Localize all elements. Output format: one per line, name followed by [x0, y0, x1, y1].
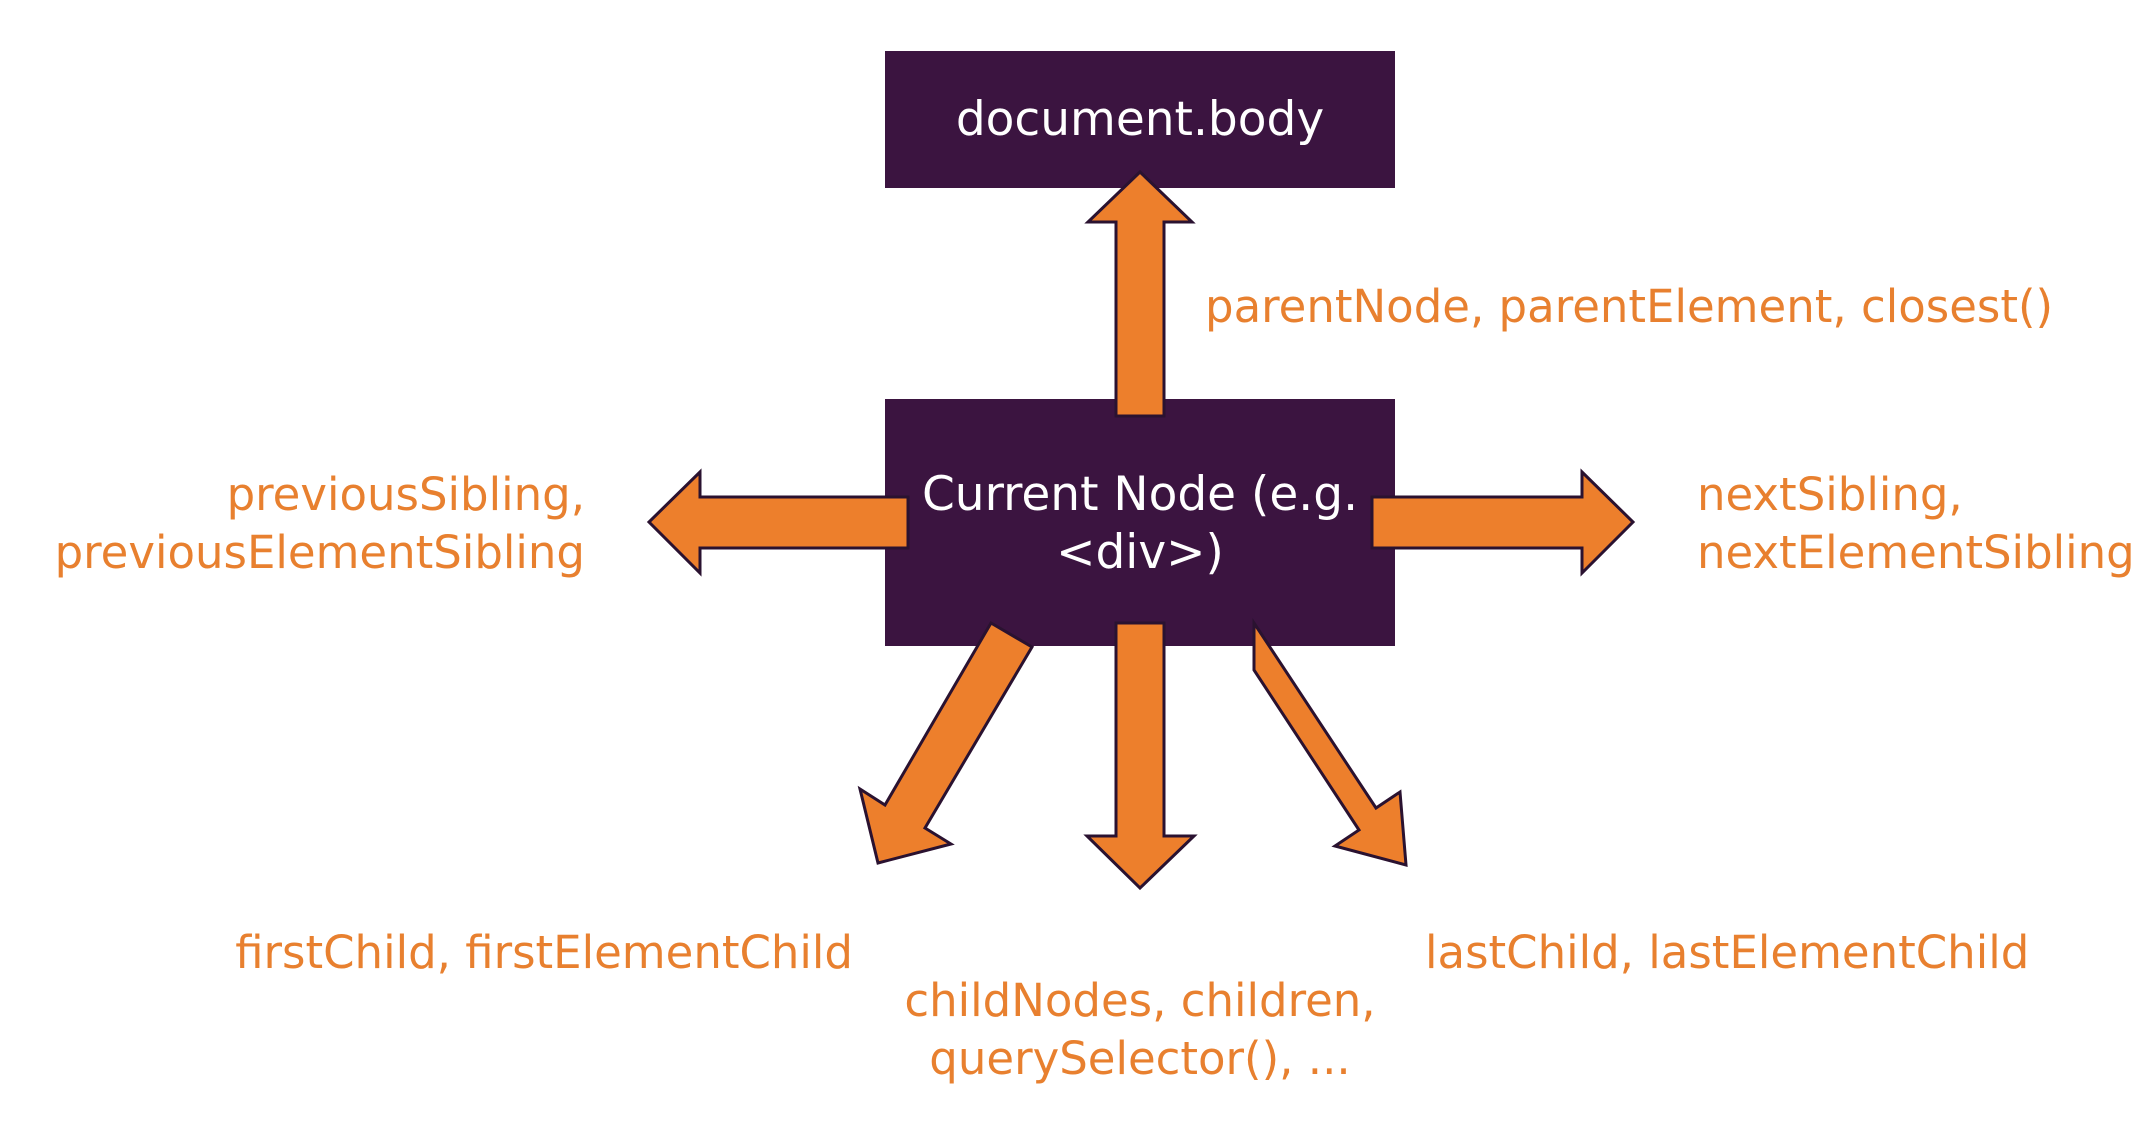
previous-sibling-label-line2: previousElementSibling [55, 526, 585, 579]
current-node-box [885, 399, 1395, 646]
document-body-label: document.body [956, 92, 1324, 147]
arrow-right-next [1370, 468, 1636, 577]
children-label-line2: querySelector(), ... [929, 1032, 1350, 1085]
arrow-down-children [1083, 621, 1198, 891]
first-child-label: firstChild, firstElementChild [235, 926, 853, 979]
children-label-line1: childNodes, children, [904, 974, 1375, 1027]
next-sibling-label-line2: nextElementSibling [1697, 526, 2135, 579]
document-body-box [885, 51, 1395, 188]
arrow-up-parent [1084, 169, 1196, 418]
next-sibling-label-line1: nextSibling, [1697, 468, 1963, 521]
current-node-label-line1: Current Node (e.g. [922, 467, 1358, 522]
arrow-down-last-child [1252, 618, 1408, 867]
arrow-down-first-child [857, 620, 1035, 865]
parent-methods-label: parentNode, parentElement, closest() [1205, 280, 2053, 333]
previous-sibling-label-line1: previousSibling, [227, 468, 585, 521]
last-child-label: lastChild, lastElementChild [1425, 926, 2029, 979]
arrow-left-previous [646, 468, 910, 577]
current-node-label-line2: <div>) [1056, 525, 1224, 580]
document-body-node: document.body [885, 51, 1395, 188]
current-node: Current Node (e.g. <div>) [885, 399, 1395, 646]
